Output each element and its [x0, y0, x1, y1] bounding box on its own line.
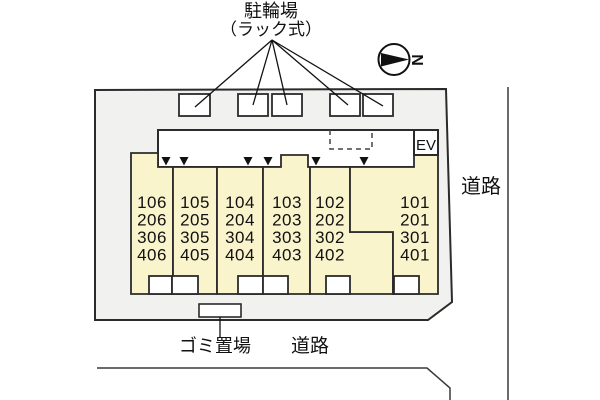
unit-number: 406	[137, 246, 167, 265]
unit-number: 403	[272, 246, 302, 265]
unit-101	[349, 154, 439, 295]
callout-fan-lines	[194, 39, 384, 108]
unit-number: 106	[137, 193, 167, 212]
unit-number: 405	[180, 246, 210, 265]
unit-number: 201	[400, 211, 430, 230]
fan-line	[271, 39, 349, 106]
road-bottom-line	[97, 367, 451, 400]
door-marker-icon	[161, 157, 171, 166]
unit-number: 302	[315, 228, 345, 247]
unit-number: 205	[180, 211, 210, 230]
door-marker-icon	[263, 157, 273, 166]
stair-box	[148, 275, 173, 295]
label-garbage: ゴミ置場	[179, 336, 251, 356]
unit-number: 104	[225, 193, 255, 212]
unit-number: 101	[400, 193, 430, 212]
stair-box	[325, 275, 351, 295]
bike-rack	[362, 93, 394, 117]
unit-number: 105	[180, 193, 210, 212]
garbage-box	[198, 303, 242, 318]
stair-box	[171, 275, 199, 295]
fan-line	[252, 39, 273, 106]
stair-box	[262, 275, 289, 295]
bike-rack	[329, 93, 361, 117]
dashed-area	[329, 130, 373, 150]
stair-box	[237, 275, 264, 295]
door-marker-icon	[311, 157, 321, 166]
unit-number: 204	[225, 211, 255, 230]
unit-number: 404	[225, 246, 255, 265]
ev-box	[413, 129, 439, 156]
fan-line	[271, 39, 384, 107]
unit-number: 304	[225, 228, 255, 247]
door-marker-icon	[243, 157, 253, 166]
fan-line	[271, 39, 288, 106]
unit-number: 301	[400, 228, 430, 247]
unit-number: 202	[315, 211, 345, 230]
unit-numbers: 106 206 306 406 105 205 305 405 104 204 …	[137, 193, 430, 265]
unit-number: 102	[315, 193, 345, 212]
stair-box	[393, 275, 420, 295]
unit-number: 203	[272, 211, 302, 230]
unit-number: 303	[272, 228, 302, 247]
label-bike-parking-line1: 駐輪場	[244, 1, 298, 21]
unit-number: 206	[137, 211, 167, 230]
label-road-bottom: 道路	[291, 335, 329, 357]
label-road-right: 道路	[461, 175, 501, 198]
fan-line	[194, 39, 273, 108]
bike-rack	[178, 93, 211, 117]
unit-number: 305	[180, 228, 210, 247]
door-marker-icon	[359, 157, 369, 166]
compass-icon: N	[377, 43, 425, 76]
unit-number: 103	[272, 193, 302, 212]
label-bike-parking-line2: （ラック式）	[220, 20, 322, 39]
unit-number: 401	[400, 246, 430, 265]
compass-needle	[381, 53, 409, 67]
unit-number: 306	[137, 228, 167, 247]
door-marker-icon	[179, 157, 189, 166]
compass-letter: N	[408, 54, 425, 66]
ev-label: EV	[416, 137, 436, 154]
unit-number: 402	[315, 246, 345, 265]
unit-104	[216, 166, 264, 295]
unit-105	[172, 166, 218, 295]
